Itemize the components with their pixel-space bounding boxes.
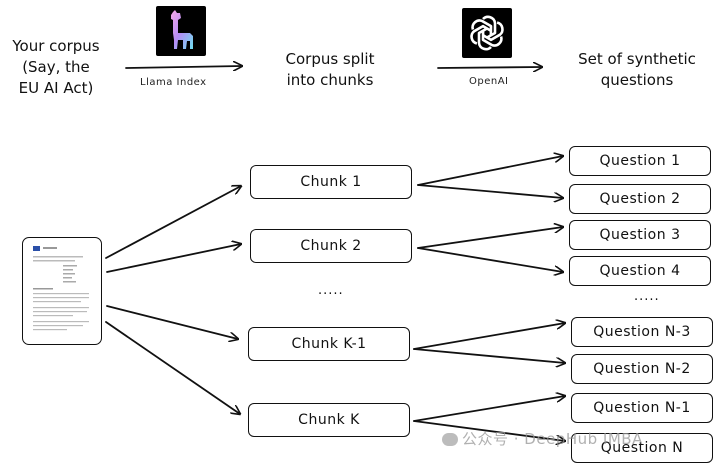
llama-index-label: Llama Index <box>140 77 207 88</box>
arrow-doc-to-chunk-k1 <box>106 305 238 339</box>
corpus-caption-line-1: Your corpus <box>12 37 100 55</box>
arrow-chunk-2-to-q3 <box>417 227 563 249</box>
question-box-2: Question 2 <box>569 184 711 214</box>
question-box-n-minus-1: Question N-1 <box>571 393 713 423</box>
arrow-chunk-k-to-qn <box>413 420 565 441</box>
corpus-caption: Your corpus (Say, the EU AI Act) <box>2 36 110 99</box>
arrow-chunk-1-to-q1 <box>417 156 563 186</box>
question-box-n-minus-2: Question N-2 <box>571 354 713 384</box>
split-caption-line-2: into chunks <box>286 71 374 89</box>
chunk-ellipsis: ..... <box>318 283 344 298</box>
arrow-doc-to-chunk-2 <box>106 244 241 273</box>
arrow-chunk-k-to-qn1 <box>413 396 565 422</box>
split-caption: Corpus split into chunks <box>260 49 400 91</box>
llama-icon <box>156 6 206 56</box>
split-caption-line-1: Corpus split <box>285 50 375 68</box>
question-box-4: Question 4 <box>569 256 711 286</box>
arrow-split-to-questions <box>437 67 542 68</box>
arrow-chunk-2-to-q4 <box>417 247 563 272</box>
arrow-corpus-to-split <box>125 66 242 68</box>
question-box-n-minus-3: Question N-3 <box>571 317 713 347</box>
openai-label: OpenAI <box>469 76 509 87</box>
watermark-text: 公众号 · DeepHub IMBA <box>462 430 643 448</box>
question-box-3: Question 3 <box>569 220 711 250</box>
arrow-chunk-k1-to-qn3 <box>413 323 565 350</box>
document-icon <box>22 237 102 345</box>
wechat-icon <box>442 433 458 446</box>
question-box-n: Question N <box>571 433 713 463</box>
arrow-doc-to-chunk-k <box>105 321 240 414</box>
corpus-caption-line-3: EU AI Act) <box>18 79 94 97</box>
questions-caption-line-2: questions <box>600 71 674 89</box>
questions-caption: Set of synthetic questions <box>556 49 718 91</box>
arrow-doc-to-chunk-1 <box>105 186 241 259</box>
question-ellipsis: ..... <box>634 289 660 304</box>
arrow-chunk-k1-to-qn2 <box>413 348 565 363</box>
question-box-1: Question 1 <box>569 146 711 176</box>
chunk-box-2: Chunk 2 <box>250 229 412 263</box>
openai-icon <box>462 8 512 58</box>
corpus-caption-line-2: (Say, the <box>22 58 90 76</box>
chunk-box-1: Chunk 1 <box>250 165 412 199</box>
arrow-chunk-1-to-q2 <box>417 184 563 198</box>
chunk-box-k-minus-1: Chunk K-1 <box>248 327 410 361</box>
questions-caption-line-1: Set of synthetic <box>578 50 696 68</box>
watermark: 公众号 · DeepHub IMBA <box>442 428 643 449</box>
chunk-box-k: Chunk K <box>248 403 410 437</box>
